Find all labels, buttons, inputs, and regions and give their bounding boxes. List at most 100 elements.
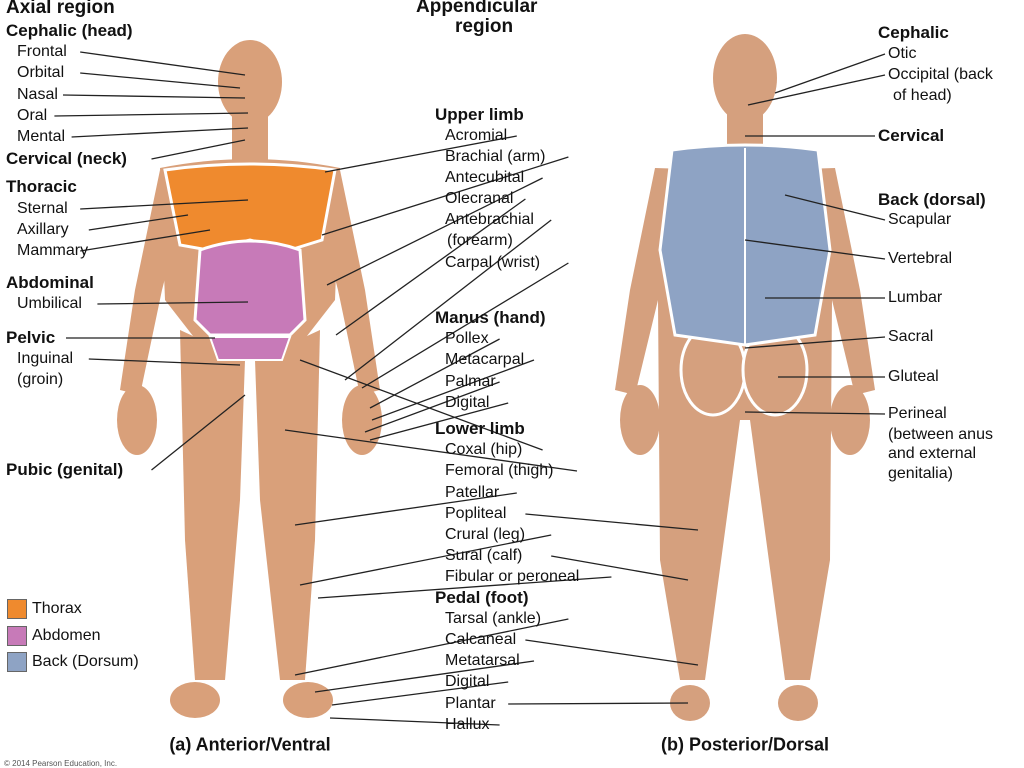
label-middle-plantar: Plantar [445, 695, 496, 712]
label-middle-acromial: Acromial [445, 127, 508, 144]
leader-line [369, 338, 500, 409]
label-middle-pedal: Pedal (foot) [435, 588, 529, 607]
label-middle-metacarpal: Metacarpal [445, 351, 525, 368]
leader-line [151, 139, 246, 160]
label-left-thoracic: Thoracic [6, 177, 77, 196]
label-right-perineal-2: (between anus [888, 426, 993, 443]
leader-line [317, 576, 612, 599]
label-right-cephalic: Cephalic [878, 23, 949, 42]
leader-line [747, 74, 886, 106]
leader-line [324, 135, 517, 173]
leader-lines [54, 51, 886, 726]
label-middle-hallux: Hallux [445, 716, 490, 733]
thorax-region [163, 162, 337, 252]
label-left-pubic: Pubic (genital) [6, 460, 124, 479]
leader-line [784, 194, 886, 221]
leader-line [525, 639, 699, 666]
label-middle-digital2: Digital [445, 673, 490, 690]
leader-line [364, 381, 500, 433]
label-middle-antecubital: Antecubital [445, 169, 525, 186]
label-middle-digital: Digital [445, 394, 490, 411]
label-middle-palmar: Palmar [445, 373, 496, 390]
leader-line [744, 239, 886, 260]
leader-line [744, 336, 886, 349]
label-middle-metatarsal: Metatarsal [445, 652, 520, 669]
caption-anterior: (a) Anterior/Ventral [169, 734, 331, 755]
label-middle-manus: Manus (hand) [435, 308, 546, 327]
leader-line [299, 359, 543, 451]
label-left-inguinal: Inguinal [17, 350, 74, 367]
leader-line [371, 359, 535, 421]
label-middle-coxal: Coxal (hip) [445, 441, 523, 458]
label-right-perineal-4: genitalia) [888, 465, 953, 482]
leader-line [80, 51, 246, 76]
leader-line [314, 660, 535, 693]
label-left-orbital: Orbital [17, 64, 65, 81]
label-right-lumbar: Lumbar [888, 289, 943, 306]
label-right-back: Back (dorsal) [878, 190, 986, 209]
anterior-figure [117, 40, 382, 718]
legend-swatch-abdomen [7, 626, 27, 646]
label-left-oral: Oral [17, 107, 48, 124]
leader-line [62, 94, 246, 99]
label-middle-carpal: Carpal (wrist) [445, 254, 541, 271]
leader-line [54, 112, 249, 117]
appendicular-title-1: Appendicular [416, 0, 538, 17]
label-right-perineal-3: and external [888, 445, 977, 462]
leader-line [329, 717, 500, 726]
leader-line [299, 534, 552, 586]
leader-line [88, 358, 241, 366]
leader-line [344, 219, 552, 381]
label-left-mammary: Mammary [17, 242, 89, 259]
label-middle-upper-limb: Upper limb [435, 105, 524, 124]
label-right-scapular: Scapular [888, 211, 952, 228]
leader-line [369, 402, 509, 441]
leader-line [551, 555, 689, 581]
label-right-gluteal: Gluteal [888, 368, 939, 385]
label-middle-olecranal: Olecranal [445, 190, 514, 207]
leader-line [774, 53, 886, 94]
label-middle-femoral: Femoral (thigh) [445, 462, 554, 479]
label-middle-patellar: Patellar [445, 484, 500, 501]
label-right-cervical: Cervical [878, 126, 945, 145]
label-middle-antebrachial: Antebrachial [445, 211, 534, 228]
label-right-occipital-1: Occipital (back [888, 66, 993, 83]
leader-line [744, 411, 886, 415]
label-left-abdominal: Abdominal [6, 273, 94, 292]
label-middle-brachial: Brachial (arm) [445, 148, 546, 165]
label-middle-calcaneal: Calcaneal [445, 631, 517, 648]
copyright: © 2014 Pearson Education, Inc. [4, 759, 118, 768]
label-left-pelvic: Pelvic [6, 328, 56, 347]
label-middle-sural: Sural (calf) [445, 547, 523, 564]
legend-swatch-thorax [7, 599, 27, 619]
label-middle-pollex: Pollex [445, 330, 489, 347]
label-middle-lower-limb: Lower limb [435, 419, 525, 438]
label-right-perineal-1: Perineal [888, 405, 947, 422]
leader-line [525, 513, 699, 531]
label-left-umbilical: Umbilical [17, 295, 82, 312]
leader-line [335, 198, 526, 336]
leader-line [321, 156, 569, 236]
label-left-frontal: Frontal [17, 43, 67, 60]
leader-line [361, 262, 569, 389]
leader-line [331, 681, 509, 706]
label-middle-fibular: Fibular or peroneal [445, 568, 580, 585]
label-left-sternal: Sternal [17, 200, 68, 217]
caption-posterior: (b) Posterior/Dorsal [660, 734, 830, 755]
legend-swatch-back [7, 652, 27, 672]
label-middle-tarsal: Tarsal (ankle) [445, 610, 542, 627]
abdomen-region [193, 239, 307, 337]
label-left-nasal: Nasal [17, 86, 58, 103]
appendicular-title-2: region [455, 16, 514, 37]
axial-region-title: Axial region [6, 0, 115, 18]
leader-line [284, 429, 578, 472]
legend-abdomen: Abdomen [32, 627, 101, 644]
leader-line [88, 214, 189, 231]
leader-line [97, 301, 249, 305]
legend-thorax: Thorax [32, 600, 82, 617]
label-left-axillary: Axillary [17, 221, 69, 238]
label-right-otic: Otic [888, 45, 917, 62]
label-middle-forearm: (forearm) [447, 232, 513, 249]
leader-line [151, 394, 246, 471]
